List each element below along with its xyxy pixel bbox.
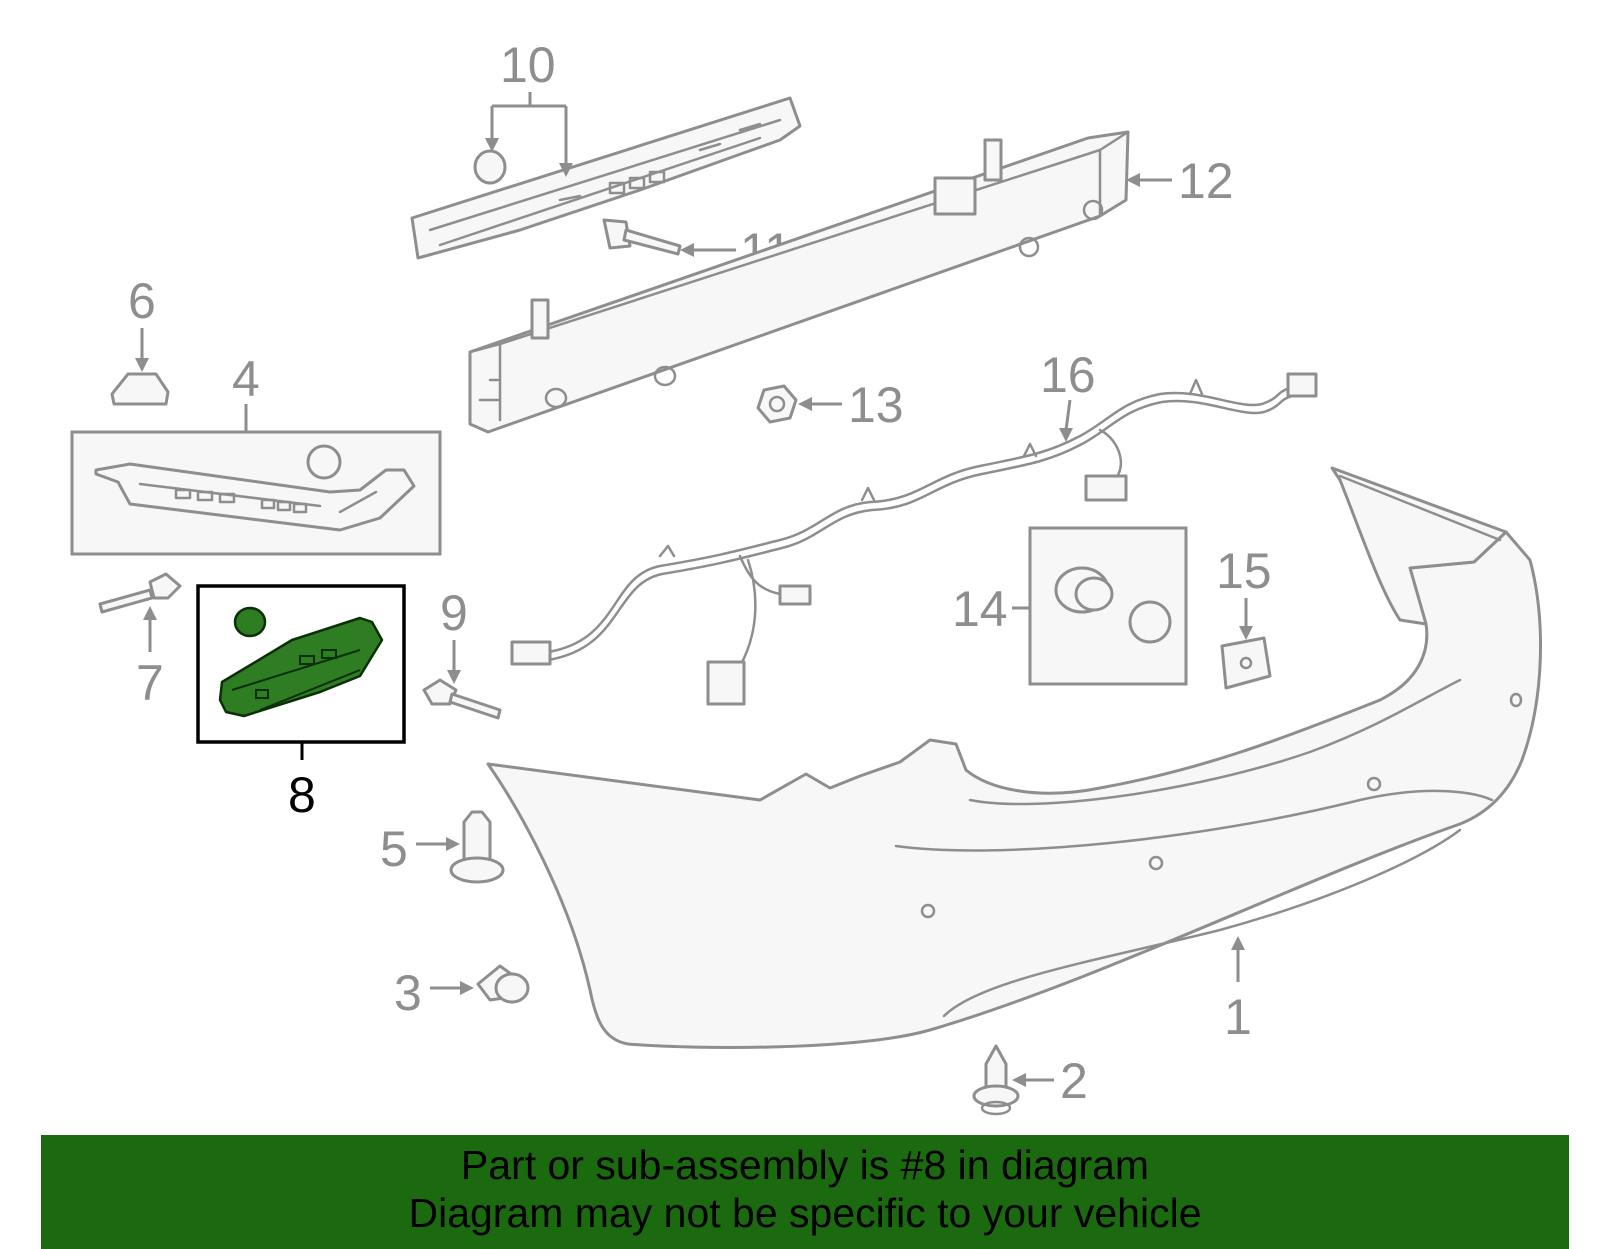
svg-text:9: 9 bbox=[440, 585, 468, 641]
part-6-clip bbox=[110, 372, 170, 406]
callout-14: 14 bbox=[952, 581, 1030, 637]
part-8-box bbox=[196, 584, 406, 744]
part-16-harness bbox=[510, 372, 1318, 706]
svg-text:13: 13 bbox=[848, 377, 904, 433]
callout-12: 12 bbox=[1126, 153, 1234, 209]
part-12-impact-bar bbox=[468, 130, 1130, 434]
info-banner: Part or sub-assembly is #8 in diagram Di… bbox=[41, 1135, 1569, 1249]
svg-text:3: 3 bbox=[394, 965, 422, 1021]
part-7-bolt bbox=[98, 572, 182, 614]
svg-text:5: 5 bbox=[380, 821, 408, 877]
part-1-bumper bbox=[486, 466, 1542, 1049]
banner-line-part-info: Part or sub-assembly is #8 in diagram bbox=[460, 1142, 1150, 1188]
part-2-pin bbox=[972, 1044, 1020, 1116]
part-15-clip bbox=[1220, 636, 1272, 690]
svg-text:12: 12 bbox=[1178, 153, 1234, 209]
callout-7: 7 bbox=[136, 606, 164, 711]
svg-text:8: 8 bbox=[288, 767, 316, 823]
svg-text:10: 10 bbox=[500, 37, 556, 93]
callout-3: 3 bbox=[394, 965, 474, 1021]
svg-text:4: 4 bbox=[232, 351, 260, 407]
callout-15: 15 bbox=[1216, 543, 1272, 640]
svg-text:2: 2 bbox=[1060, 1053, 1088, 1109]
callout-6: 6 bbox=[128, 273, 156, 372]
part-13-nut bbox=[756, 384, 798, 424]
callout-1: 1 bbox=[1224, 936, 1252, 1045]
svg-text:7: 7 bbox=[136, 655, 164, 711]
callout-4: 4 bbox=[232, 351, 260, 432]
callout-10: 10 bbox=[485, 37, 573, 177]
banner-line-disclaimer: Diagram may not be specific to your vehi… bbox=[408, 1190, 1202, 1236]
svg-text:15: 15 bbox=[1216, 543, 1272, 599]
svg-text:1: 1 bbox=[1224, 989, 1252, 1045]
part-5-pin bbox=[449, 810, 505, 884]
part-10-bracket bbox=[410, 96, 802, 260]
svg-text:16: 16 bbox=[1040, 347, 1096, 403]
part-11-bolt bbox=[602, 218, 682, 256]
part-9-bolt bbox=[422, 678, 502, 720]
callout-2: 2 bbox=[1012, 1053, 1088, 1109]
callout-16: 16 bbox=[1040, 347, 1096, 442]
part-14-box bbox=[1028, 526, 1188, 686]
svg-text:14: 14 bbox=[952, 581, 1008, 637]
svg-text:6: 6 bbox=[128, 273, 156, 329]
callout-9: 9 bbox=[440, 585, 468, 684]
part-4-box bbox=[70, 430, 442, 556]
part-3-grommet bbox=[476, 964, 530, 1004]
callout-8: 8 bbox=[288, 742, 316, 823]
callout-13: 13 bbox=[798, 377, 904, 433]
callout-5: 5 bbox=[380, 821, 460, 877]
